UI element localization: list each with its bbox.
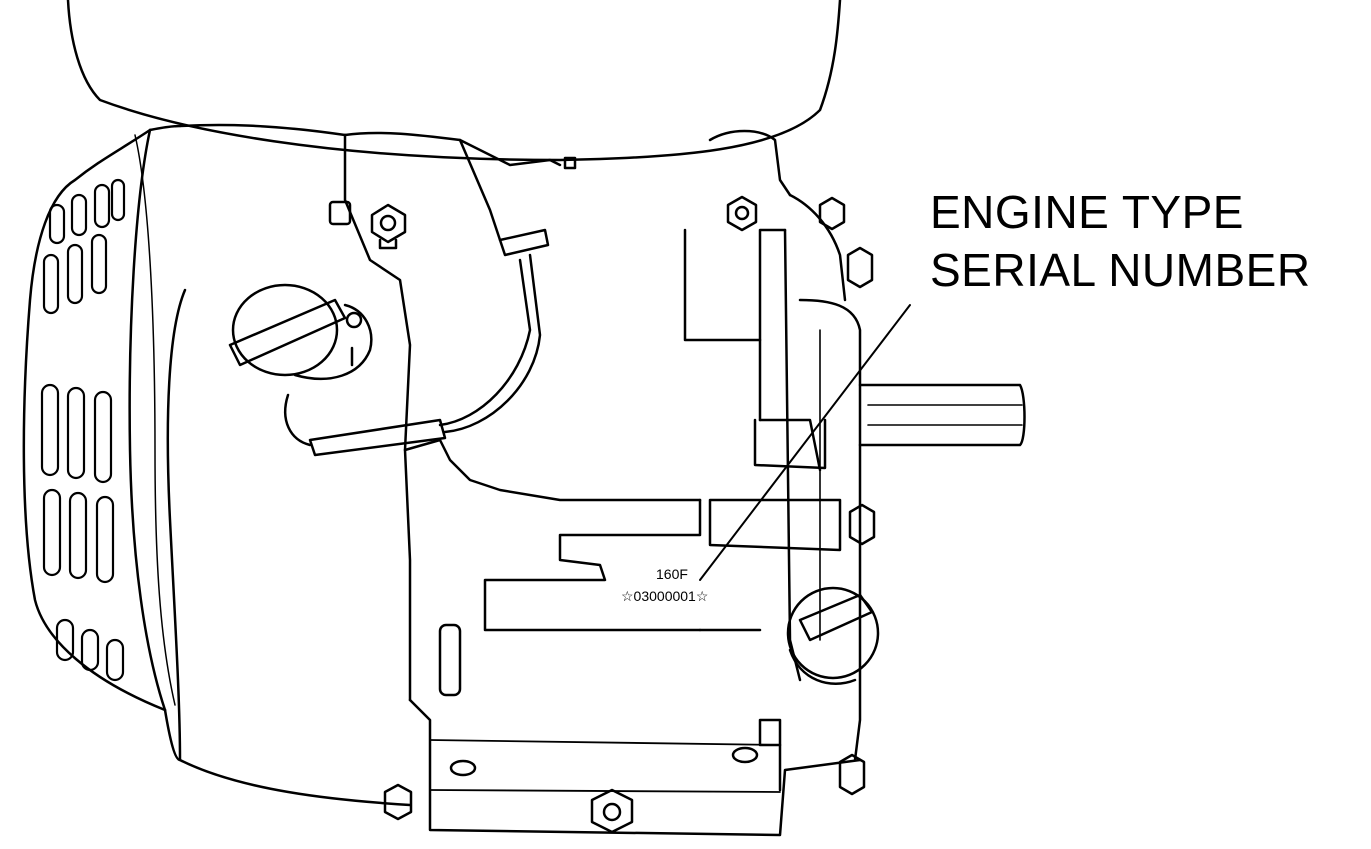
oil-filler-cap	[228, 283, 373, 380]
callout-serial-number: SERIAL NUMBER	[930, 244, 1311, 296]
callout-engine-type: ENGINE TYPE	[930, 186, 1244, 238]
callout-leader-line	[699, 304, 911, 581]
wire-lead	[283, 228, 550, 457]
bolts	[328, 156, 876, 834]
nameplate-serial-number: ☆03000001☆	[621, 588, 709, 604]
fuel-tank	[66, 0, 842, 162]
callout-label: ENGINE TYPE SERIAL NUMBER	[930, 183, 1311, 299]
output-shaft	[858, 383, 1026, 447]
engine-block	[163, 123, 862, 837]
recoil-starter-housing	[22, 124, 182, 712]
oil-drain-plug	[786, 586, 880, 685]
vent-slots	[40, 178, 126, 682]
side-bracket	[438, 623, 782, 747]
crankcase	[683, 129, 862, 762]
nameplate-engine-type: 160F	[656, 566, 688, 582]
